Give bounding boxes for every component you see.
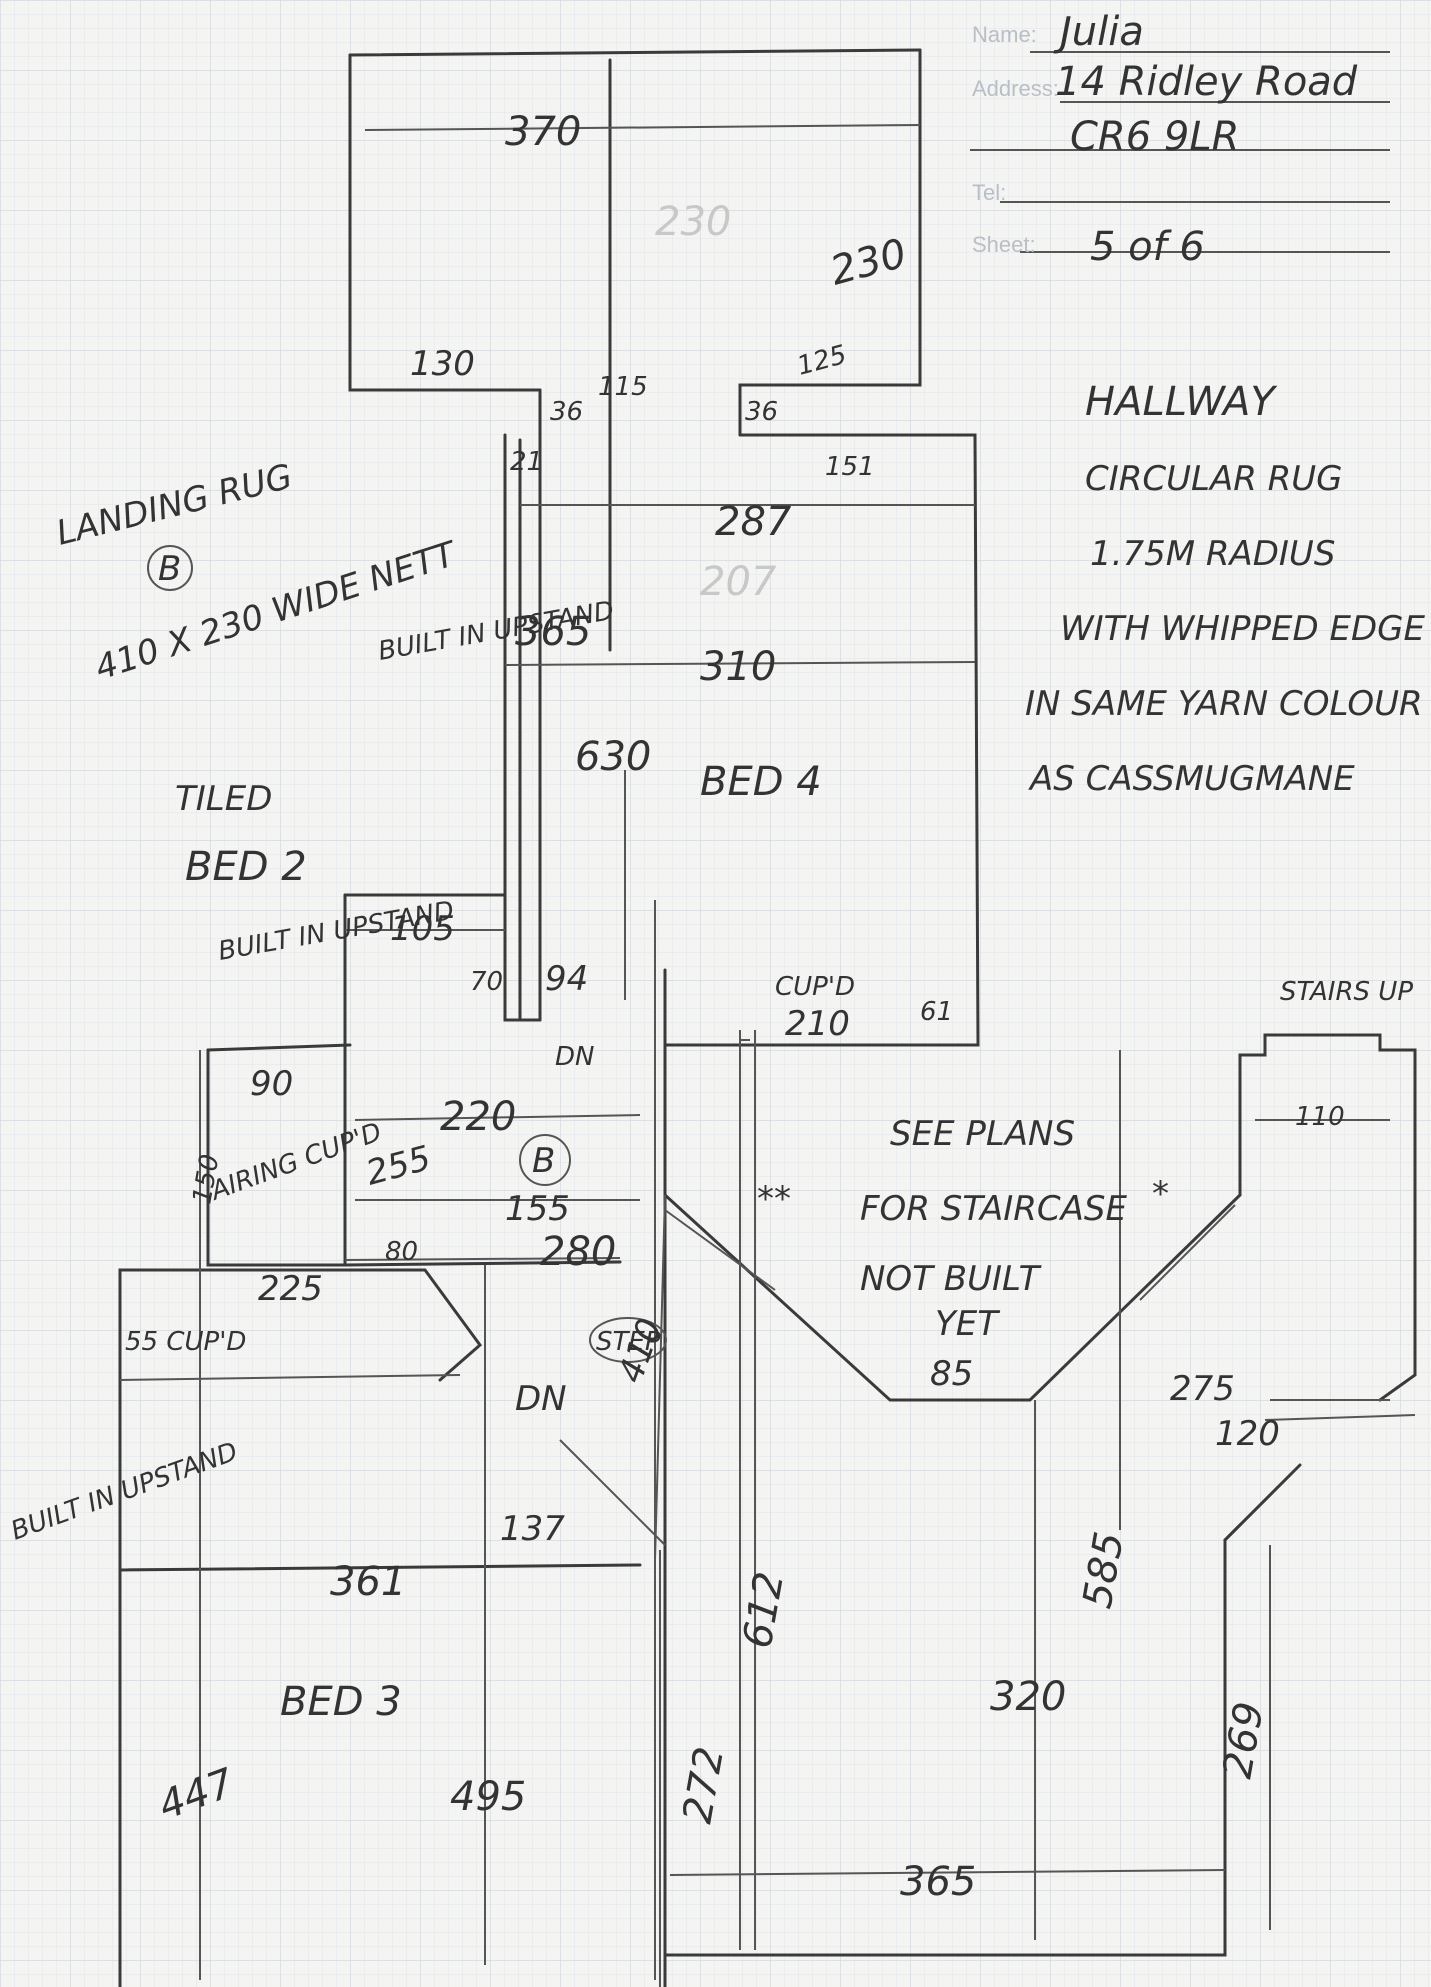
dim-275: 275 bbox=[1170, 1369, 1235, 1409]
dim-36b: 36 bbox=[745, 397, 778, 427]
dim-70: 70 bbox=[470, 967, 503, 997]
bed2-walls bbox=[206, 893, 622, 1267]
hallway-note-1: HALLWAY bbox=[1085, 379, 1278, 425]
dim-36a: 36 bbox=[550, 397, 583, 427]
dim-225: 225 bbox=[258, 1269, 323, 1309]
address-line-1: 14 Ridley Road bbox=[1055, 59, 1358, 105]
hallway-note-5: IN SAME YARN COLOUR bbox=[1025, 684, 1423, 724]
stairs-up-label: STAIRS UP bbox=[1280, 977, 1413, 1007]
dim-120: 120 bbox=[1215, 1414, 1280, 1454]
dim-105: 105 bbox=[390, 909, 455, 949]
see-plans-2: FOR STAIRCASE bbox=[860, 1189, 1127, 1229]
dim-210: 210 bbox=[785, 1004, 850, 1044]
dim-220: 220 bbox=[440, 1094, 516, 1140]
dim-495: 495 bbox=[450, 1774, 526, 1820]
address-line-2: CR6 9LR bbox=[1070, 114, 1239, 160]
bed3-walls bbox=[118, 1268, 667, 1987]
dim-90: 90 bbox=[250, 1064, 293, 1104]
dim-630: 630 bbox=[575, 734, 651, 780]
step-ellipse bbox=[589, 1317, 667, 1363]
hall-b-circle bbox=[519, 1134, 571, 1186]
see-plans-1: SEE PLANS bbox=[890, 1114, 1075, 1154]
dim-207-faint: 207 bbox=[700, 559, 777, 605]
sheet-value: 5 of 6 bbox=[1090, 224, 1205, 270]
see-plans-3: NOT BUILT bbox=[860, 1259, 1042, 1299]
dim-61: 61 bbox=[920, 997, 953, 1027]
see-plans-4: YET bbox=[935, 1304, 1000, 1344]
room-bed2: BED 2 bbox=[185, 844, 307, 890]
hallway-note-2: CIRCULAR RUG bbox=[1085, 459, 1343, 499]
dim-310: 310 bbox=[700, 644, 776, 690]
dim-365b: 365 bbox=[900, 1859, 976, 1905]
dim-85: 85 bbox=[930, 1354, 973, 1394]
sheet-label: Sheet: bbox=[972, 232, 1036, 257]
address-label: Address: bbox=[972, 76, 1059, 101]
hallway-note-3: 1.75M RADIUS bbox=[1090, 534, 1335, 574]
form-lines bbox=[970, 51, 1390, 253]
landing-b-circle bbox=[147, 545, 193, 591]
room-bed3: BED 3 bbox=[280, 1679, 402, 1725]
dim-230-faint: 230 bbox=[655, 199, 731, 245]
cup-label: CUP'D bbox=[775, 972, 855, 1002]
hallway-note-6: AS CASSMUGMANE bbox=[1028, 759, 1355, 799]
dim-151: 151 bbox=[825, 452, 875, 482]
dim-287: 287 bbox=[715, 499, 792, 545]
name-label: Name: bbox=[972, 22, 1037, 47]
dn-label-1: DN bbox=[515, 1379, 567, 1419]
dim-137: 137 bbox=[500, 1509, 565, 1549]
dim-280: 280 bbox=[540, 1229, 616, 1275]
step-label: STEP bbox=[596, 1327, 661, 1357]
stair-walls bbox=[663, 1033, 1417, 1957]
star: * bbox=[1152, 1174, 1169, 1214]
tel-label: Tel: bbox=[972, 180, 1006, 205]
dim-115: 115 bbox=[598, 372, 648, 402]
landing-walls bbox=[348, 48, 922, 652]
dim-370: 370 bbox=[505, 109, 581, 155]
name-value: Julia bbox=[1053, 9, 1144, 55]
hallway-note-4: WITH WHIPPED EDGE bbox=[1060, 609, 1425, 649]
dim-155: 155 bbox=[505, 1189, 570, 1229]
dn-label-2: DN bbox=[555, 1042, 594, 1072]
dim-21: 21 bbox=[510, 447, 543, 477]
stair-diagonals bbox=[559, 1194, 1236, 1561]
dim-80: 80 bbox=[385, 1237, 418, 1267]
dim-94: 94 bbox=[545, 959, 588, 999]
dimension-lines bbox=[119, 124, 1416, 1987]
cupd-label: 55 CUP'D bbox=[125, 1327, 246, 1357]
dim-130: 130 bbox=[410, 344, 475, 384]
dim-110: 110 bbox=[1295, 1102, 1345, 1132]
dim-361: 361 bbox=[330, 1559, 406, 1605]
landing-note-2: B bbox=[158, 549, 181, 589]
dim-320: 320 bbox=[990, 1674, 1066, 1720]
hall-b-label: B bbox=[532, 1141, 555, 1181]
double-star: ** bbox=[757, 1179, 791, 1219]
room-bed4: BED 4 bbox=[700, 759, 822, 805]
dim-365a: 365 bbox=[515, 609, 591, 655]
tiled-label: TILED bbox=[175, 779, 272, 819]
